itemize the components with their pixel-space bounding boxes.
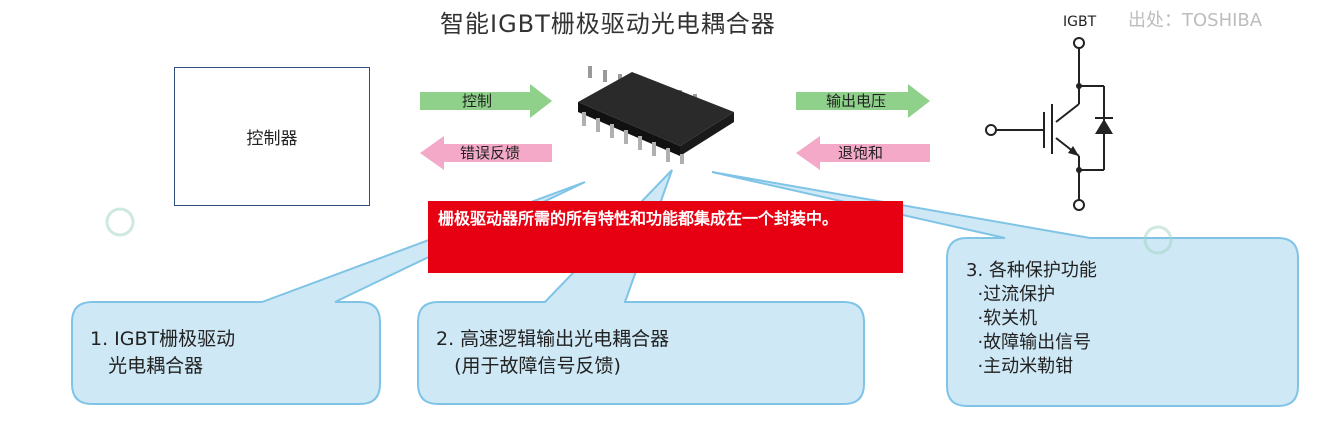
integration-callout: 栅极驱动器所需的所有特性和功能都集成在一个封装中。 [428, 201, 903, 273]
feature-overcurrent: ·过流保护 [977, 284, 1056, 305]
bubble-3-text: 3. 各种保护功能 ·过流保护 ·软关机 ·故障输出信号 ·主动米勒钳 [966, 259, 1097, 379]
error-feedback-label: 错误反馈 [460, 144, 521, 162]
igbt-symbol-icon [985, 37, 1113, 211]
diode-arrow-icon [1095, 119, 1113, 134]
callout-bubble-3 [711, 171, 1299, 407]
watermark-logo-icon [105, 207, 135, 237]
junction-dot-icon [1076, 167, 1082, 173]
arrow-error-feedback [420, 136, 552, 170]
watermark-logo-icon [1143, 225, 1173, 255]
bubble-1-line-2: 光电耦合器 [90, 355, 204, 377]
feature-miller-clamp: ·主动米勒钳 [977, 356, 1074, 377]
controller-label: 控制器 [246, 129, 298, 149]
arrow-desaturation [796, 136, 930, 170]
desaturation-label: 退饱和 [838, 144, 884, 162]
arrow-output-voltage [796, 84, 930, 118]
bubble-1-text: 1. IGBT栅极驱动 光电耦合器 [90, 326, 235, 380]
igbt-label: IGBT [1063, 14, 1097, 30]
bubble-2-text: 2. 高速逻辑输出光电耦合器 (用于故障信号反馈) [436, 326, 669, 380]
junction-dot-icon [1076, 83, 1082, 89]
optocoupler-chip-icon [578, 66, 734, 164]
controller-box: 控制器 [174, 67, 370, 206]
feature-soft-shutdown: ·软关机 [977, 308, 1038, 329]
bubble-2-line-2: (用于故障信号反馈) [436, 355, 621, 377]
emitter-arrow-icon [1068, 146, 1079, 156]
control-label: 控制 [462, 92, 493, 110]
arrow-control [420, 84, 552, 118]
callout-bubble-2 [417, 169, 865, 405]
page-title: 智能IGBT栅极驱动光电耦合器 [440, 10, 776, 38]
bubble-1-line-1: 1. IGBT栅极驱动 [90, 328, 236, 350]
output-voltage-label: 输出电压 [826, 92, 887, 110]
source-credit: 出处：TOSHIBA [1128, 10, 1263, 31]
bubble-2-line-1: 2. 高速逻辑输出光电耦合器 [436, 328, 670, 350]
bubble-3-line-1: 3. 各种保护功能 [966, 260, 1097, 281]
feature-fault-output: ·故障输出信号 [977, 332, 1092, 353]
